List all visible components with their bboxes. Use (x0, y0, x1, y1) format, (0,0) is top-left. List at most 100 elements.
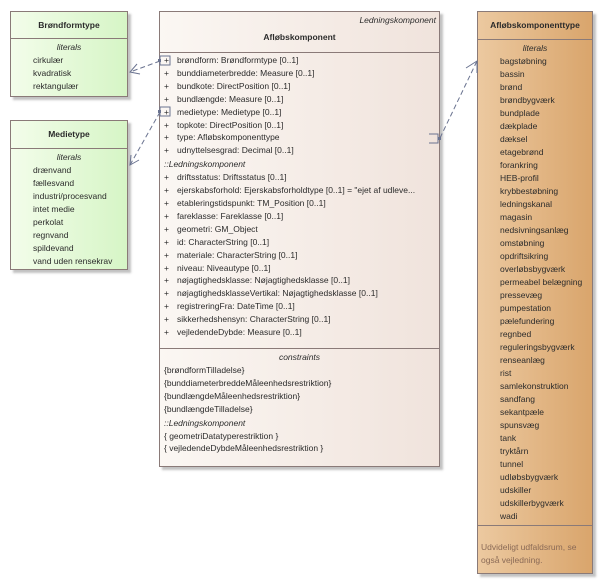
enum-literal[interactable]: HEB-profil (500, 173, 539, 183)
class-attribute[interactable]: +udnyttelsesgrad: Decimal [0..1] (160, 144, 439, 157)
visibility-public-icon: + (164, 314, 169, 325)
enum-literal[interactable]: tunnel (500, 459, 524, 469)
enum-aflobskomponenttype-title: Afløbskomponenttype (478, 12, 592, 40)
class-attribute[interactable]: +bundkote: DirectPosition [0..1] (160, 80, 439, 93)
enum-literal[interactable]: udskillerbygværk (500, 498, 564, 508)
class-attribute[interactable]: + brøndform: Brøndformtype [0..1] (160, 54, 439, 67)
attribute-text: registreringFra: DateTime [0..1] (177, 301, 295, 312)
enum-literal[interactable]: regnbed (500, 329, 532, 339)
enum-literal[interactable]: cirkulær (33, 55, 64, 65)
attribute-text: medietype: Medietype [0..1] (177, 106, 282, 117)
enum-literal[interactable]: krybbestøbning (500, 186, 559, 196)
enum-literal[interactable]: rektangulær (33, 81, 79, 91)
constraint[interactable]: { geometriDatatyperestriktion } (164, 430, 279, 441)
enum-literal[interactable]: etagebrønd (500, 147, 544, 157)
enum-literal[interactable]: samlekonstruktion (500, 381, 569, 391)
inherited-constraints-label: ::Ledningskomponent (164, 417, 246, 428)
class-attribute[interactable]: +registreringFra: DateTime [0..1] (160, 300, 439, 313)
enum-literal[interactable]: magasin (500, 212, 533, 222)
enum-literal[interactable]: industri/procesvand (33, 191, 107, 201)
enum-literal[interactable]: bagstøbning (500, 56, 547, 66)
attribute-text: udnyttelsesgrad: Decimal [0..1] (177, 145, 294, 156)
enum-literal[interactable]: perkolat (33, 217, 64, 227)
class-attribute[interactable]: +geometri: GM_Object (160, 223, 439, 236)
enum-literal[interactable]: udskiller (500, 485, 532, 495)
enum-literal[interactable]: fællesvand (33, 178, 75, 188)
enum-literal[interactable]: pælefundering (500, 316, 555, 326)
constraint[interactable]: {bunddiameterbreddeMåleenhedsrestriktion… (164, 377, 332, 388)
enum-literal[interactable]: vand uden rensekrav (33, 256, 113, 266)
enum-literal[interactable]: tryktårn (500, 446, 529, 456)
class-attribute[interactable]: +type: Afløbskomponenttype (160, 131, 439, 144)
class-attribute[interactable]: +ejerskabsforhold: Ejerskabsforholdtype … (160, 184, 439, 197)
enum-literal[interactable]: omstøbning (500, 238, 545, 248)
enum-literal[interactable]: drænvand (33, 165, 72, 175)
enum-literal[interactable]: forankring (500, 160, 538, 170)
class-attribute[interactable]: +vejledendeDybde: Measure [0..1] (160, 326, 439, 339)
enum-literal[interactable]: intet medie (33, 204, 75, 214)
enum-literal[interactable]: sandfang (500, 394, 535, 404)
class-attribute[interactable]: +materiale: CharacterString [0..1] (160, 249, 439, 262)
visibility-public-icon: + (164, 197, 169, 208)
class-attribute[interactable]: +medietype: Medietype [0..1] (160, 106, 439, 119)
enum-literal[interactable]: renseanlæg (500, 355, 545, 365)
literals-label: literals (56, 152, 82, 162)
enum-literal[interactable]: dækplade (500, 121, 538, 131)
enum-literal[interactable]: bassin (500, 69, 525, 79)
enum-aflobskomponenttype[interactable]: Afløbskomponenttype literals bagstøbning… (477, 11, 593, 574)
attribute-text: brøndform: Brøndformtype [0..1] (177, 55, 299, 65)
attribute-text: nøjagtighedsklasseVertikal: Nøjagtigheds… (177, 288, 378, 299)
attribute-text: topkote: DirectPosition [0..1] (177, 119, 284, 130)
enum-literal[interactable]: sekantpæle (500, 407, 544, 417)
class-attribute[interactable]: +fareklasse: Fareklasse [0..1] (160, 210, 439, 223)
class-attribute[interactable]: +topkote: DirectPosition [0..1] (160, 119, 439, 132)
enum-literal[interactable]: nedsivningsanlæg (500, 225, 569, 235)
enum-literal[interactable]: spunsvæg (500, 420, 540, 430)
visibility-public-icon: + (164, 210, 169, 221)
enum-literal[interactable]: udløbsbygværk (500, 472, 559, 482)
class-attribute[interactable]: + bundlængde: Measure [0..1] (160, 93, 439, 106)
constraints-label: constraints (278, 352, 321, 362)
enum-literal[interactable]: spildevand (33, 243, 74, 253)
constraint[interactable]: { vejledendeDybdeMåleenhedsrestriktion } (164, 443, 324, 454)
class-aflobskomponent[interactable]: Ledningskomponent Afløbskomponent +brønd… (159, 11, 440, 467)
enum-literal[interactable]: opdriftsikring (500, 251, 549, 261)
constraint[interactable]: {bundlængdeMåleenhedsrestriktion} (164, 390, 301, 401)
enum-literal[interactable]: wadi (500, 511, 518, 521)
enum-literal[interactable]: overløbsbygværk (500, 264, 566, 274)
enum-literal[interactable]: bundplade (500, 108, 540, 118)
enum-literal[interactable]: reguleringsbygværk (500, 342, 575, 352)
class-attribute[interactable]: +driftsstatus: Driftsstatus [0..1] (160, 171, 439, 184)
class-attribute[interactable]: +niveau: Niveautype [0..1] (160, 262, 439, 275)
enum-literal[interactable]: brøndbygværk (500, 95, 555, 105)
visibility-public-icon: + (164, 55, 169, 65)
enum-literal[interactable]: rist (500, 368, 512, 378)
visibility-public-icon: + (164, 93, 169, 104)
enum-literal[interactable]: pressevæg (500, 290, 543, 300)
class-attribute[interactable]: +nøjagtighedsklasseVertikal: Nøjagtighed… (160, 287, 439, 300)
enum-literal[interactable]: kvadratisk (33, 68, 72, 78)
visibility-public-icon: + (164, 223, 169, 234)
constraint[interactable]: {bundlængdeTilladelse} (164, 403, 253, 414)
enum-literal[interactable]: ledningskanal (500, 199, 552, 209)
attribute-text: bundlængde: Measure [0..1] (177, 93, 284, 104)
class-attribute[interactable]: +nøjagtighedsklasse: Nøjagtighedsklasse … (160, 274, 439, 287)
class-attribute[interactable]: +id: CharacterString [0..1] (160, 236, 439, 249)
enum-literal[interactable]: brønd (500, 82, 523, 92)
attribute-text: ejerskabsforhold: Ejerskabsforholdtype [… (177, 185, 416, 196)
attribute-text: nøjagtighedsklasse: Nøjagtighedsklasse [… (177, 275, 350, 286)
enum-literal[interactable]: pumpestation (500, 303, 552, 313)
enum-literal[interactable]: dæksel (500, 134, 528, 144)
enum-literal[interactable]: permeabel belægning (500, 277, 583, 287)
class-attribute[interactable]: +bunddiameterbredde: Measure [0..1] (160, 67, 439, 80)
class-attribute[interactable]: +etableringstidspunkt: TM_Position [0..1… (160, 197, 439, 210)
enum-literal[interactable]: tank (500, 433, 517, 443)
visibility-public-icon: + (164, 327, 169, 338)
visibility-public-icon: + (164, 67, 169, 78)
enum-literal[interactable]: regnvand (33, 230, 69, 240)
attribute-text: niveau: Niveautype [0..1] (177, 262, 271, 273)
class-attribute[interactable]: +sikkerhedshensyn: CharacterString [0..1… (160, 313, 439, 326)
constraint[interactable]: {brøndformTilladelse} (164, 365, 245, 375)
